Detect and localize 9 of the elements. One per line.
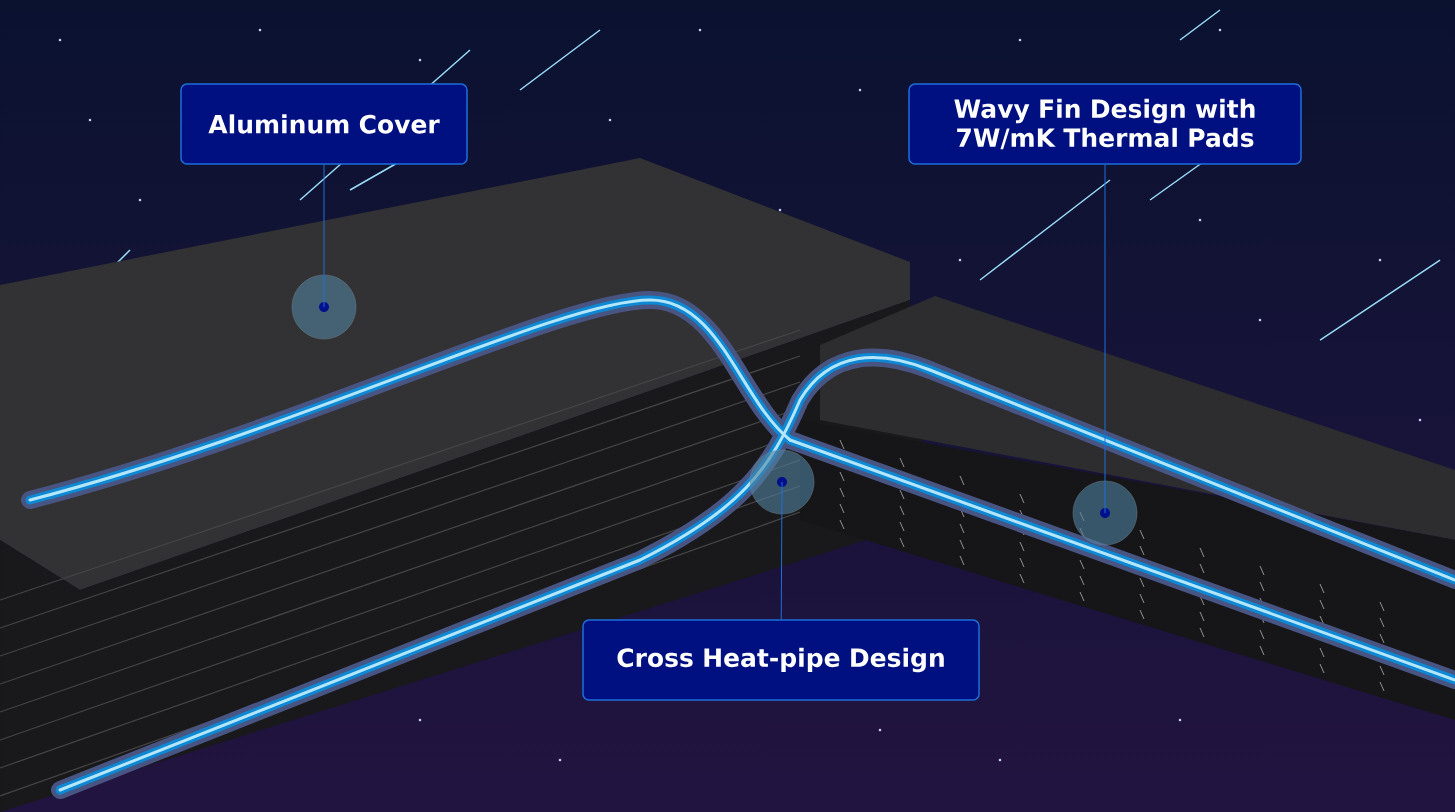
target-marker [291,274,357,340]
callout-box: Aluminum Cover [180,83,468,165]
target-marker [749,449,815,515]
leader-line [323,164,325,308]
leader-line [780,481,783,620]
leader-line [1104,164,1106,514]
callout-box: Cross Heat-pipe Design [582,619,980,701]
callout-box: Wavy Fin Design with 7W/mK Thermal Pads [908,83,1302,165]
target-marker [1072,480,1138,546]
